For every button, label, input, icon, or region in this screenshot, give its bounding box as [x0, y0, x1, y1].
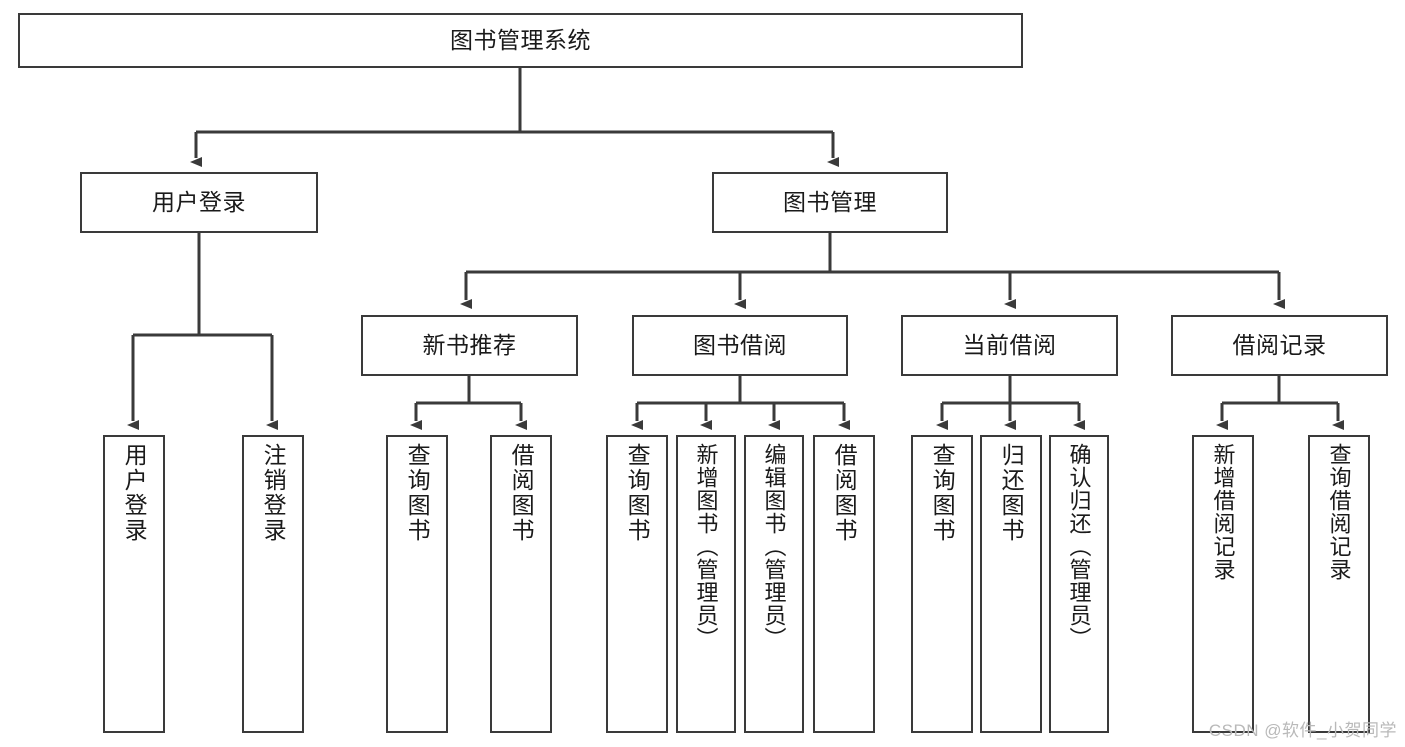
node-label: 当前借阅 [962, 331, 1057, 358]
leaf-return-book[interactable]: 归还图书 [980, 435, 1042, 733]
node-label: 新增图书（管理员） [693, 443, 719, 650]
node-label: 借阅图书 [831, 443, 858, 543]
leaf-add-borrow-record[interactable]: 新增借阅记录 [1192, 435, 1254, 733]
node-label: 图书管理 [783, 188, 877, 215]
node-label: 图书借阅 [693, 331, 787, 358]
node-label: 图书管理系统 [450, 26, 591, 53]
leaf-borrow-book[interactable]: 借阅图书 [813, 435, 875, 733]
node-label: 借阅记录 [1232, 331, 1327, 358]
leaf-query-borrow-record[interactable]: 查询借阅记录 [1308, 435, 1370, 733]
leaf-confirm-return-admin[interactable]: 确认归还（管理员） [1049, 435, 1109, 733]
node-label: 编辑图书（管理员） [761, 443, 787, 650]
leaf-borrow-book-recommendation[interactable]: 借阅图书 [490, 435, 552, 733]
leaf-query-book-borrow[interactable]: 查询图书 [606, 435, 668, 733]
node-label: 借阅图书 [508, 443, 535, 543]
node-label: 查询图书 [404, 443, 431, 543]
node-label: 用户登录 [121, 443, 148, 543]
node-borrow-records[interactable]: 借阅记录 [1171, 315, 1388, 376]
node-label: 新增借阅记录 [1210, 443, 1236, 581]
node-label: 归还图书 [998, 443, 1025, 543]
node-label: 查询图书 [624, 443, 651, 543]
node-label: 注销登录 [260, 443, 287, 543]
leaf-query-book-recommendation[interactable]: 查询图书 [386, 435, 448, 733]
node-root-system[interactable]: 图书管理系统 [18, 13, 1023, 68]
node-label: 查询图书 [929, 443, 956, 543]
node-new-book-recommendation[interactable]: 新书推荐 [361, 315, 578, 376]
node-user-login[interactable]: 用户登录 [80, 172, 318, 233]
node-book-management[interactable]: 图书管理 [712, 172, 948, 233]
leaf-user-login[interactable]: 用户登录 [103, 435, 165, 733]
node-label: 用户登录 [152, 188, 246, 215]
leaf-query-book-current[interactable]: 查询图书 [911, 435, 973, 733]
leaf-edit-book-admin[interactable]: 编辑图书（管理员） [744, 435, 804, 733]
node-label: 查询借阅记录 [1326, 443, 1352, 581]
node-label: 确认归还（管理员） [1066, 443, 1092, 650]
leaf-user-logout[interactable]: 注销登录 [242, 435, 304, 733]
node-label: 新书推荐 [422, 331, 517, 358]
node-current-borrow[interactable]: 当前借阅 [901, 315, 1118, 376]
node-book-borrow[interactable]: 图书借阅 [632, 315, 848, 376]
csdn-watermark: CSDN @软件_小贺同学 [1208, 721, 1397, 740]
leaf-add-book-admin[interactable]: 新增图书（管理员） [676, 435, 736, 733]
